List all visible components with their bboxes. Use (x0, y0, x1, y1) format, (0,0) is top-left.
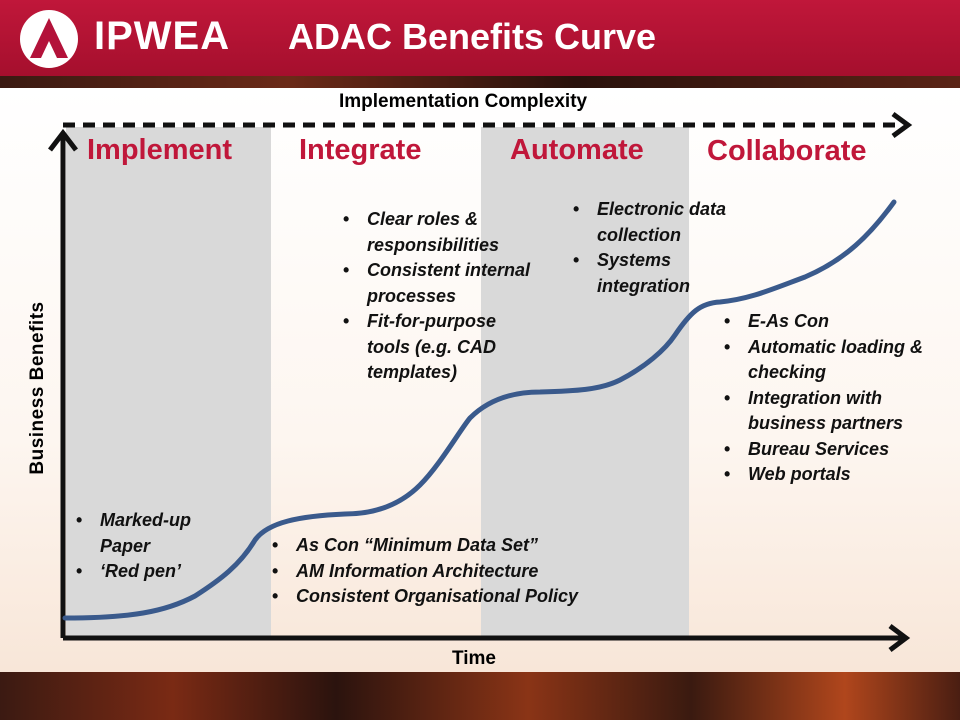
x-axis-arrowhead (888, 624, 911, 652)
time-axis-label: Time (452, 648, 497, 669)
automate-list: Electronic data collection Systems integ… (567, 197, 767, 299)
list-item: Consistent internal processes (337, 258, 537, 309)
list-item: Web portals (718, 462, 928, 488)
complexity-axis-label: Implementation Complexity (339, 91, 588, 112)
business-benefits-axis-label: Business Benefits (27, 301, 48, 475)
footer-decor-band (0, 672, 960, 720)
list-item: Fit-for-purpose tools (e.g. CAD template… (337, 309, 537, 386)
phase-automate: Automate (510, 134, 644, 166)
collaborate-list: E-As Con Automatic loading & checking In… (718, 309, 928, 488)
list-item: ‘Red pen’ (70, 559, 240, 585)
logo-text: IPWEA (94, 14, 231, 58)
list-item: AM Information Architecture (266, 559, 656, 585)
list-item: Integration with business partners (718, 386, 928, 437)
header-bar: IPWEA ADAC Benefits Curve (0, 0, 960, 76)
integrate-bottom-list: As Con “Minimum Data Set” AM Information… (266, 533, 656, 610)
slide-title: ADAC Benefits Curve (288, 16, 657, 57)
list-item: As Con “Minimum Data Set” (266, 533, 656, 559)
list-item: E-As Con (718, 309, 928, 335)
header-decor-band (0, 76, 960, 88)
list-item: Systems integration (567, 248, 767, 299)
list-item: Consistent Organisational Policy (266, 584, 656, 610)
diagram-area: Implementation Complexity Time Business … (0, 88, 960, 672)
list-item: Automatic loading & checking (718, 335, 928, 386)
list-item: Clear roles & responsibilities (337, 207, 537, 258)
phase-integrate: Integrate (299, 134, 422, 166)
ipwea-logo-icon (20, 10, 78, 68)
phase-implement: Implement (87, 134, 233, 166)
implement-list: Marked-up Paper ‘Red pen’ (70, 508, 240, 585)
list-item: Marked-up Paper (70, 508, 240, 559)
integrate-top-list: Clear roles & responsibilities Consisten… (337, 207, 537, 386)
phase-collaborate: Collaborate (707, 135, 867, 167)
list-item: Electronic data collection (567, 197, 767, 248)
list-item: Bureau Services (718, 437, 928, 463)
complexity-axis-arrowhead (891, 111, 913, 139)
y-axis-arrowhead (48, 128, 78, 152)
